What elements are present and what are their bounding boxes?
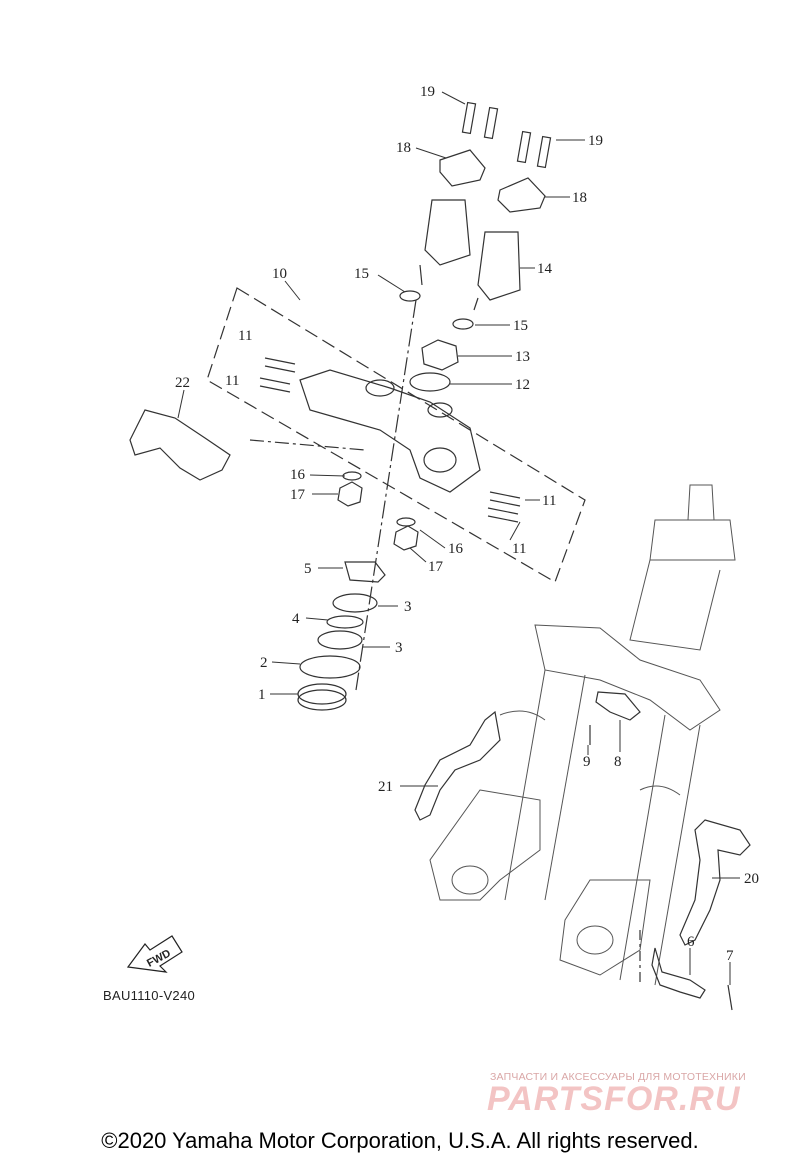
washer-12 — [409, 372, 451, 392]
bearing-race-2 — [299, 655, 361, 679]
callout-15: 15 — [513, 318, 528, 334]
bolt-7 — [727, 984, 733, 1011]
callout-11: 11 — [238, 328, 252, 344]
callout-1: 1 — [258, 687, 266, 703]
callout-15: 15 — [354, 266, 369, 282]
bracket-21 — [414, 710, 501, 821]
bracket-6 — [651, 947, 706, 999]
washer-4 — [326, 615, 364, 629]
nut-17-b — [393, 525, 419, 551]
callout-19: 19 — [420, 84, 435, 100]
callout-19: 19 — [588, 133, 603, 149]
callout-14: 14 — [537, 261, 553, 277]
lower-holders-14 — [419, 199, 521, 311]
callout-12: 12 — [515, 377, 530, 393]
watermark-subtitle: ЗАПЧАСТИ И АКСЕССУАРЫ ДЛЯ МОТОТЕХНИКИ — [490, 1071, 746, 1083]
bolts-19 — [461, 101, 552, 169]
callout-11: 11 — [542, 493, 556, 509]
callouts: 1 2 3 3 4 5 6 7 8 9 10 11 11 11 11 12 13… — [175, 84, 759, 964]
bolts-11 — [259, 357, 521, 523]
washer-15-a — [399, 290, 421, 302]
callout-6: 6 — [687, 934, 695, 950]
callout-21: 21 — [378, 779, 393, 795]
callout-4: 4 — [292, 611, 300, 627]
washer-16-b — [396, 517, 416, 527]
washer-15-b — [452, 318, 474, 330]
ring-nut-3-b — [317, 630, 363, 650]
callout-16: 16 — [448, 541, 464, 557]
callout-22: 22 — [175, 375, 190, 391]
copyright-notice: ©2020 Yamaha Motor Corporation, U.S.A. A… — [101, 1128, 699, 1153]
ring-nut-3-a — [332, 593, 378, 613]
callout-20: 20 — [744, 871, 759, 887]
assembly-box-10 — [206, 287, 586, 583]
callout-9: 9 — [583, 754, 591, 770]
bolt-axis-left — [249, 439, 366, 451]
upper-holders-18 — [439, 149, 546, 213]
callout-13: 13 — [515, 349, 530, 365]
bracket-22 — [129, 409, 231, 481]
callout-18: 18 — [572, 190, 587, 206]
callout-8: 8 — [614, 754, 622, 770]
callout-3: 3 — [404, 599, 412, 615]
steering-nut-13 — [421, 339, 459, 371]
washer-5 — [344, 561, 386, 583]
bracket-20 — [679, 819, 751, 946]
nut-17-a — [337, 481, 363, 507]
callout-17: 17 — [290, 487, 306, 503]
callout-7: 7 — [726, 948, 734, 964]
callout-11: 11 — [512, 541, 526, 557]
callout-18: 18 — [396, 140, 411, 156]
front-fork-assembly — [429, 484, 736, 986]
watermark-brand[interactable]: PARTSFOR.RU — [487, 1080, 741, 1118]
bearing-1 — [297, 683, 347, 705]
upper-bracket — [299, 369, 481, 493]
washer-16-a — [342, 471, 362, 481]
leader-lines — [177, 91, 740, 985]
bracket-8 — [595, 691, 641, 721]
center-axis — [355, 299, 417, 691]
callout-11: 11 — [225, 373, 239, 389]
callout-16: 16 — [290, 467, 306, 483]
callout-5: 5 — [304, 561, 312, 577]
fwd-arrow: FWD — [126, 935, 183, 973]
callout-2: 2 — [260, 655, 268, 671]
callout-17: 17 — [428, 559, 444, 575]
callout-3: 3 — [395, 640, 403, 656]
diagram-code: BAU1110-V240 — [103, 988, 196, 1003]
callout-10: 10 — [272, 266, 287, 282]
